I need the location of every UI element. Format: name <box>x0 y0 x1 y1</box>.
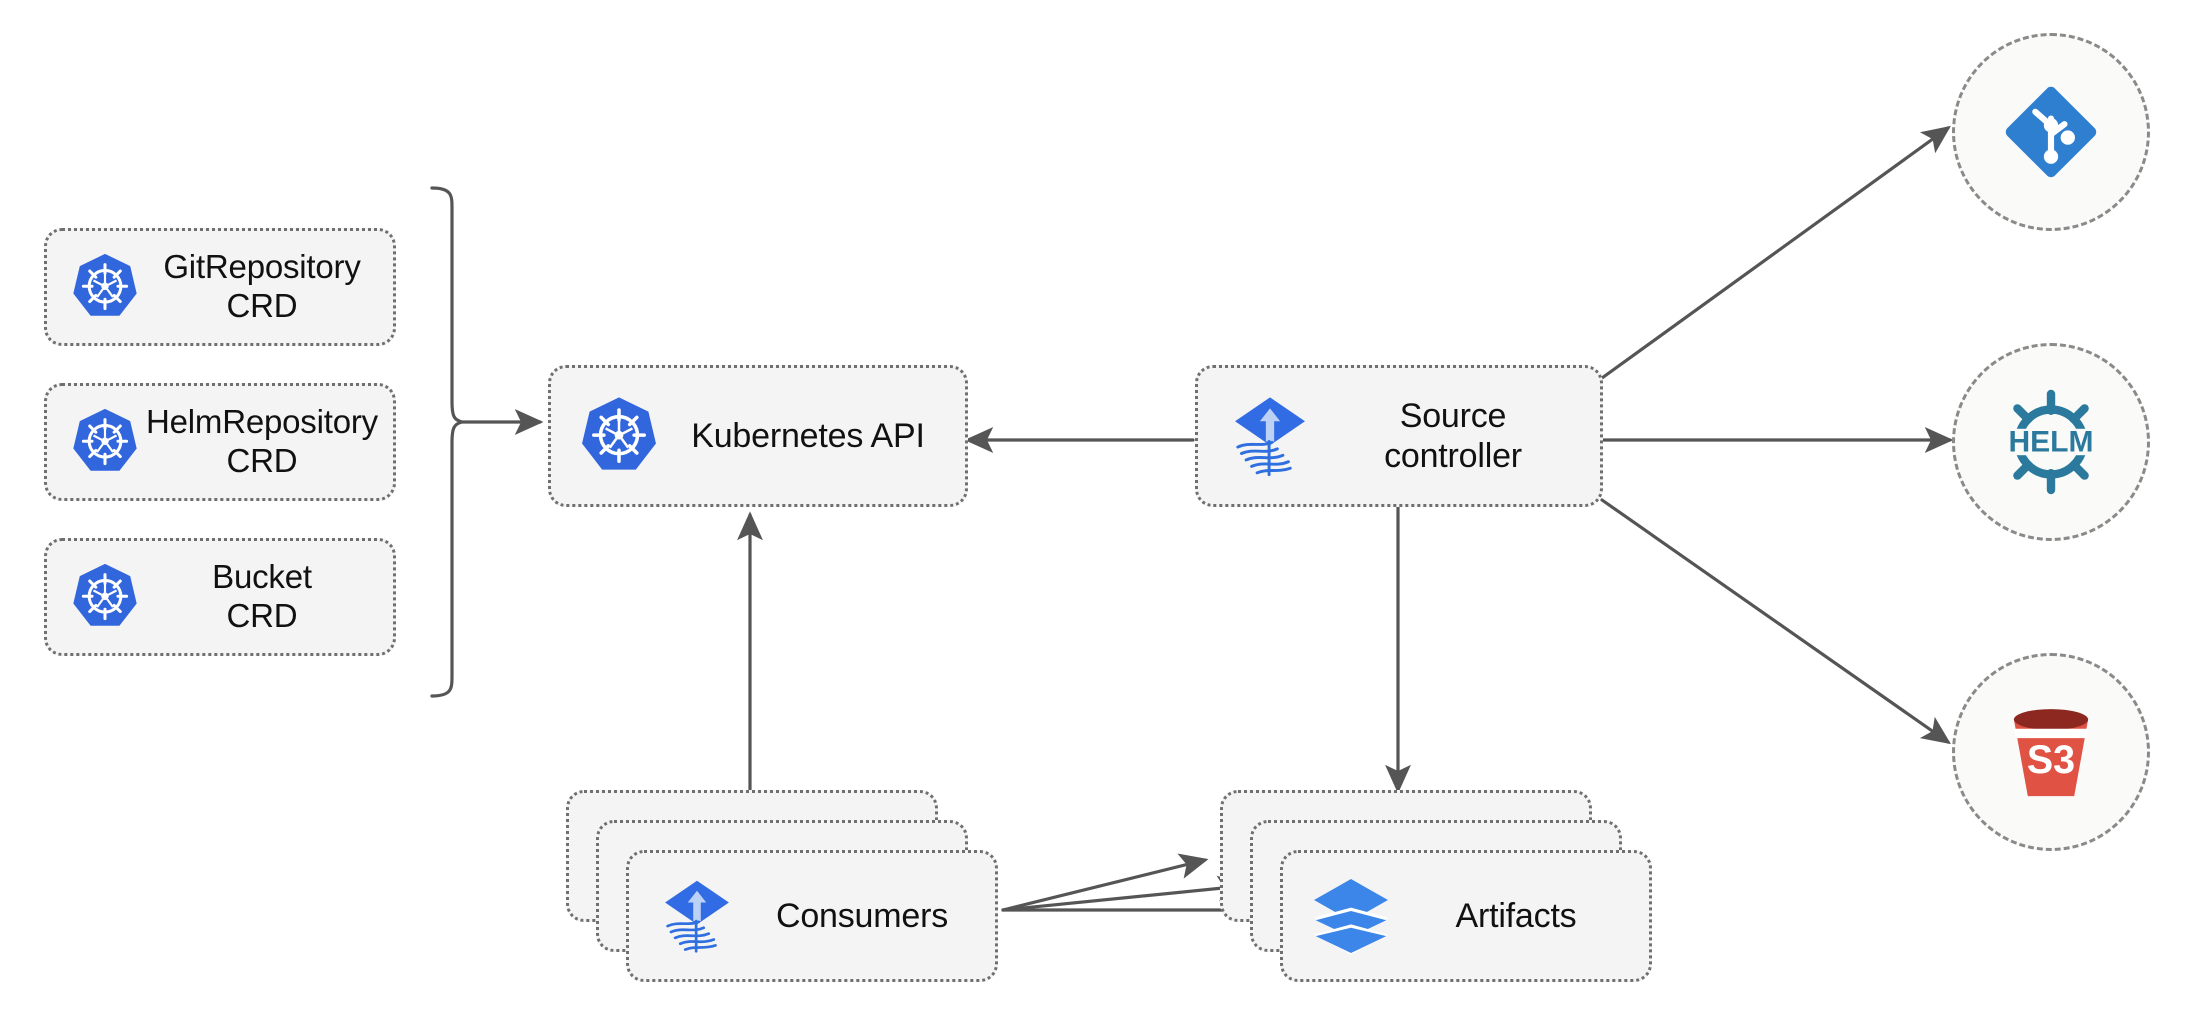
crd-group-brace <box>430 186 464 698</box>
consumers-stack[interactable]: Consumers <box>566 790 1006 990</box>
helm-wordmark: HELM <box>2009 426 2094 459</box>
endpoint-git[interactable] <box>1952 33 2150 231</box>
source-controller-box[interactable]: Source controller <box>1195 365 1603 507</box>
edge-source-to-git <box>1600 125 1951 380</box>
artifacts-label: Artifacts <box>1455 896 1577 935</box>
helm-icon: HELM <box>1991 382 2111 502</box>
kubernetes-icon <box>69 406 141 478</box>
artifacts-stack[interactable]: Artifacts <box>1220 790 1660 990</box>
crd-label: GitRepository CRD <box>163 248 361 324</box>
flux-icon <box>655 874 739 958</box>
kubernetes-icon <box>69 251 141 323</box>
source-controller-label: Source controller <box>1384 396 1522 475</box>
git-icon <box>1995 76 2107 188</box>
s3-wordmark: S3 <box>2027 738 2075 782</box>
layers-icon <box>1309 874 1393 958</box>
crd-box-gitrepository[interactable]: GitRepository CRD <box>44 228 396 346</box>
edge-source-to-s3 <box>1600 498 1951 745</box>
endpoint-helm[interactable]: HELM <box>1952 343 2150 541</box>
edge-consumers-to-artifacts-2 <box>1001 875 1247 912</box>
kubernetes-icon <box>577 394 661 478</box>
flux-icon <box>1224 390 1316 482</box>
consumers-label: Consumers <box>775 896 949 935</box>
kubernetes-icon <box>69 561 141 633</box>
crd-box-bucket[interactable]: Bucket CRD <box>44 538 396 656</box>
edge-consumers-to-artifacts-1 <box>1001 853 1209 912</box>
s3-bucket-icon: S3 <box>1993 694 2109 810</box>
crd-label: HelmRepository CRD <box>146 403 378 479</box>
kubernetes-api-label: Kubernetes API <box>691 416 925 455</box>
crd-label: Bucket CRD <box>212 558 312 634</box>
consumers-box[interactable]: Consumers <box>626 850 998 982</box>
kubernetes-api-box[interactable]: Kubernetes API <box>548 365 968 507</box>
artifacts-box[interactable]: Artifacts <box>1280 850 1652 982</box>
crd-box-helmrepository[interactable]: HelmRepository CRD <box>44 383 396 501</box>
endpoint-s3[interactable]: S3 <box>1952 653 2150 851</box>
